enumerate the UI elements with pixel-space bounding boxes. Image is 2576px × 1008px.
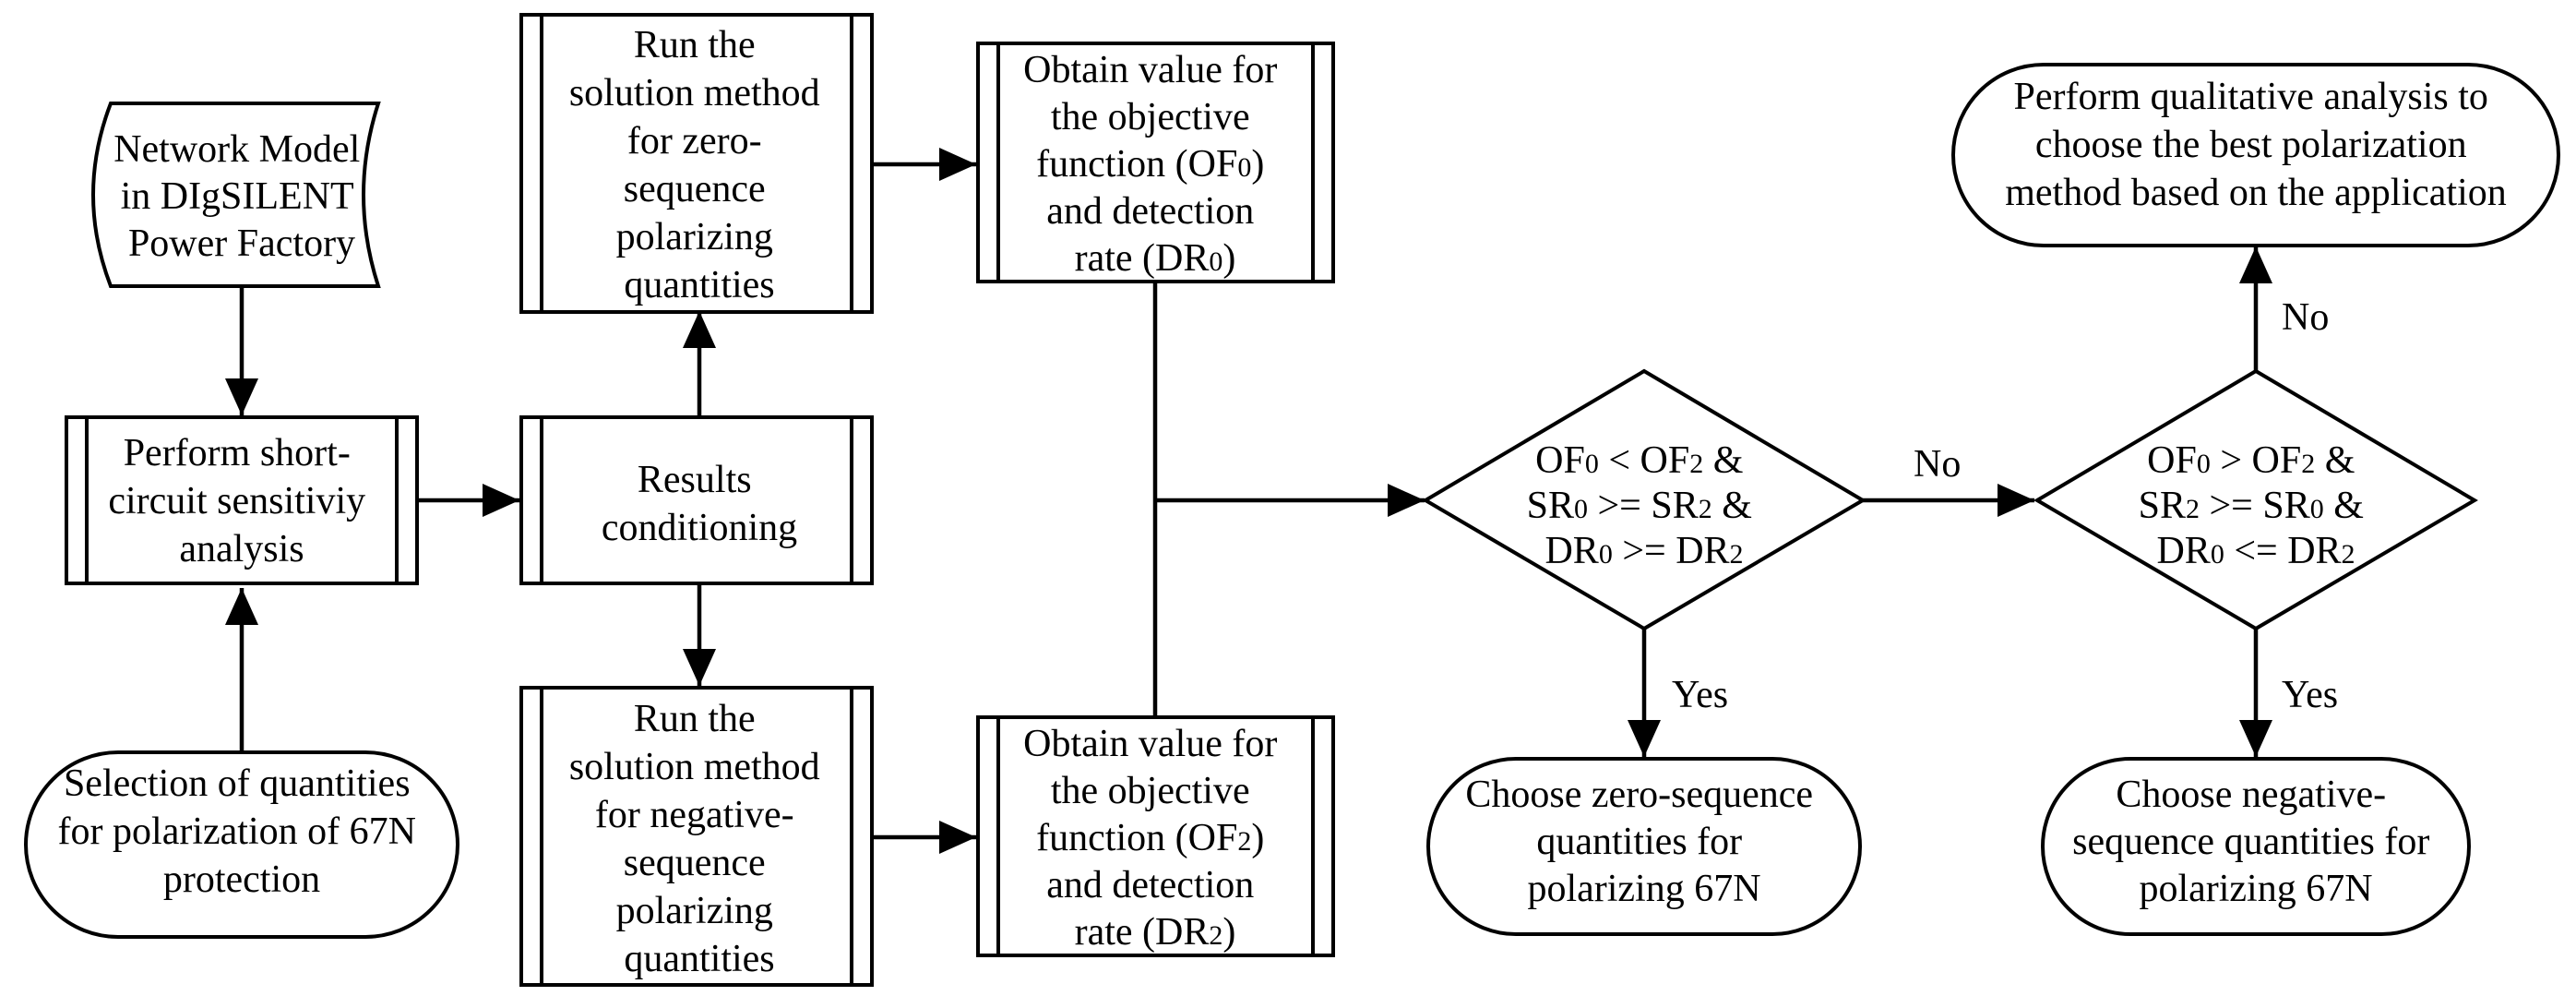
decision-2-node: OF0 > OF2 & SR2 >= SR0 & DR0 <= DR2	[2033, 368, 2478, 631]
edge-label-d2-yes: Yes	[2282, 674, 2338, 716]
sensitivity-analysis-text: Perform short- circuit sensitiviy analys…	[108, 432, 375, 570]
results-conditioning-node: Results conditioning	[519, 415, 874, 585]
selection-node: Selection of quantities for polarization…	[24, 750, 459, 939]
run-zero-sequence-text: Run the solution method for zero- sequen…	[569, 24, 829, 306]
qualitative-analysis-node: Perform qualitative analysis to choose t…	[1951, 63, 2560, 247]
results-conditioning-text: Results conditioning	[602, 459, 797, 549]
choose-negative-node: Choose negative- sequence quantities for…	[2041, 757, 2471, 936]
selection-text: Selection of quantities for polarization…	[58, 762, 426, 901]
obtain-negative-text: Obtain value for the objective function …	[1023, 723, 1287, 954]
edge-label-d1-no: No	[1914, 443, 1961, 486]
decision-1-node: OF0 < OF2 & SR0 >= SR2 & DR0 >= DR2	[1422, 368, 1866, 631]
network-model-text: Network Model in DIgSILENT Power Factory	[113, 128, 370, 265]
decision-1-text: OF0 < OF2 & SR0 >= SR2 & DR0 >= DR2	[1527, 439, 1762, 572]
decision-2-text: OF0 > OF2 & SR2 >= SR0 & DR0 <= DR2	[2139, 439, 2374, 572]
edge-label-d2-no: No	[2282, 296, 2329, 339]
network-model-node: Network Model in DIgSILENT Power Factory	[91, 102, 381, 288]
sensitivity-analysis-node: Perform short- circuit sensitiviy analys…	[65, 415, 419, 585]
choose-zero-node: Choose zero-sequence quantities for pola…	[1426, 757, 1862, 936]
qualitative-analysis-text: Perform qualitative analysis to choose t…	[2005, 76, 2507, 214]
obtain-zero-text: Obtain value for the objective function …	[1023, 49, 1287, 280]
choose-negative-text: Choose negative- sequence quantities for…	[2072, 774, 2439, 910]
run-negative-sequence-node: Run the solution method for negative- se…	[519, 686, 874, 987]
obtain-zero-node: Obtain value for the objective function …	[976, 42, 1335, 283]
obtain-negative-node: Obtain value for the objective function …	[976, 715, 1335, 957]
choose-zero-text: Choose zero-sequence quantities for pola…	[1465, 774, 1822, 910]
edges	[225, 148, 2272, 854]
edge-label-d1-yes: Yes	[1672, 674, 1728, 716]
run-zero-sequence-node: Run the solution method for zero- sequen…	[519, 13, 874, 314]
run-negative-sequence-text: Run the solution method for negative- se…	[569, 698, 829, 980]
